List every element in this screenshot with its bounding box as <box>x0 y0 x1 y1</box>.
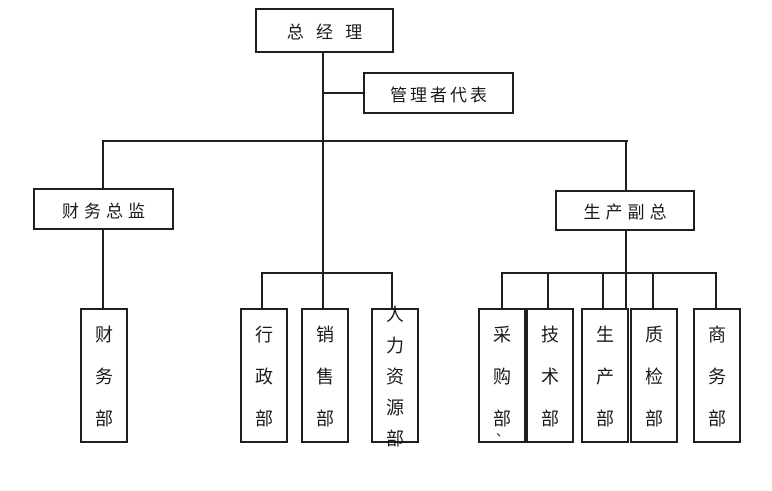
vertical-char: 检 <box>645 366 663 387</box>
node-production-vp: 生产副总 <box>555 190 695 231</box>
node-dept-commerce: 商务部 <box>693 308 741 443</box>
vertical-char: 部 <box>708 408 726 429</box>
vertical-char: 人 <box>386 304 404 325</box>
connector-right-drop-4 <box>652 272 654 309</box>
node-dept-admin: 行政部 <box>240 308 288 443</box>
connector-right-drop-2 <box>547 272 549 309</box>
vertical-char: 源 <box>386 397 404 418</box>
vertical-char: 部 <box>316 408 334 429</box>
connector-production-drop-bottom <box>625 229 627 309</box>
vertical-char: 力 <box>386 335 404 356</box>
vertical-char: 政 <box>255 366 273 387</box>
vertical-char: 部 <box>255 408 273 429</box>
node-dept-technology: 技术部 <box>526 308 574 443</box>
vertical-char: 术 <box>541 366 559 387</box>
vertical-char: 部 <box>95 408 113 429</box>
node-dept-purchasing: 采购部 <box>478 308 526 443</box>
connector-mid-drop-left <box>261 272 263 309</box>
connector-finance-drop-bottom <box>102 228 104 309</box>
connector-finance-drop-top <box>102 140 104 190</box>
connector-mid-horizontal <box>261 272 393 274</box>
node-dept-quality: 质检部 <box>630 308 678 443</box>
node-finance-director: 财务总监 <box>33 188 174 230</box>
vertical-char: 务 <box>95 366 113 387</box>
node-dept-finance: 财务部 <box>80 308 128 443</box>
vertical-char: 部 <box>386 428 404 449</box>
vertical-char: 部 <box>493 408 511 429</box>
vertical-char: 财 <box>95 324 113 345</box>
vertical-char: 务 <box>708 366 726 387</box>
vertical-char: 商 <box>708 324 726 345</box>
vertical-char: 质 <box>645 324 663 345</box>
connector-right-drop-1 <box>501 272 503 309</box>
vertical-char: 行 <box>255 324 273 345</box>
vertical-char: 产 <box>596 366 614 387</box>
vertical-char: 技 <box>541 324 559 345</box>
connector-right-drop-5 <box>715 272 717 309</box>
vertical-char: 部 <box>541 408 559 429</box>
vertical-char: 部 <box>645 408 663 429</box>
connector-main-horizontal <box>102 140 628 142</box>
connector-root-vertical <box>322 52 324 308</box>
connector-mid-drop-right <box>391 272 393 309</box>
vertical-char: 采 <box>493 324 511 345</box>
vertical-char: 资 <box>386 366 404 387</box>
node-general-manager: 总 经 理 <box>255 8 394 53</box>
connector-right-horizontal <box>501 272 717 274</box>
vertical-char: 售 <box>316 366 334 387</box>
vertical-char: 销 <box>316 324 334 345</box>
connector-rep-stub <box>322 92 364 94</box>
stray-mark: 、 <box>496 424 510 439</box>
node-dept-hr: 人力资源部 <box>371 305 419 449</box>
node-dept-production: 生产部 <box>581 308 629 443</box>
vertical-char: 生 <box>596 324 614 345</box>
vertical-char: 部 <box>596 408 614 429</box>
node-dept-sales: 销售部 <box>301 308 349 443</box>
connector-production-drop-top <box>625 140 627 192</box>
node-management-representative: 管理者代表 <box>363 72 514 114</box>
connector-right-drop-3 <box>602 272 604 309</box>
vertical-char: 购 <box>493 366 511 387</box>
